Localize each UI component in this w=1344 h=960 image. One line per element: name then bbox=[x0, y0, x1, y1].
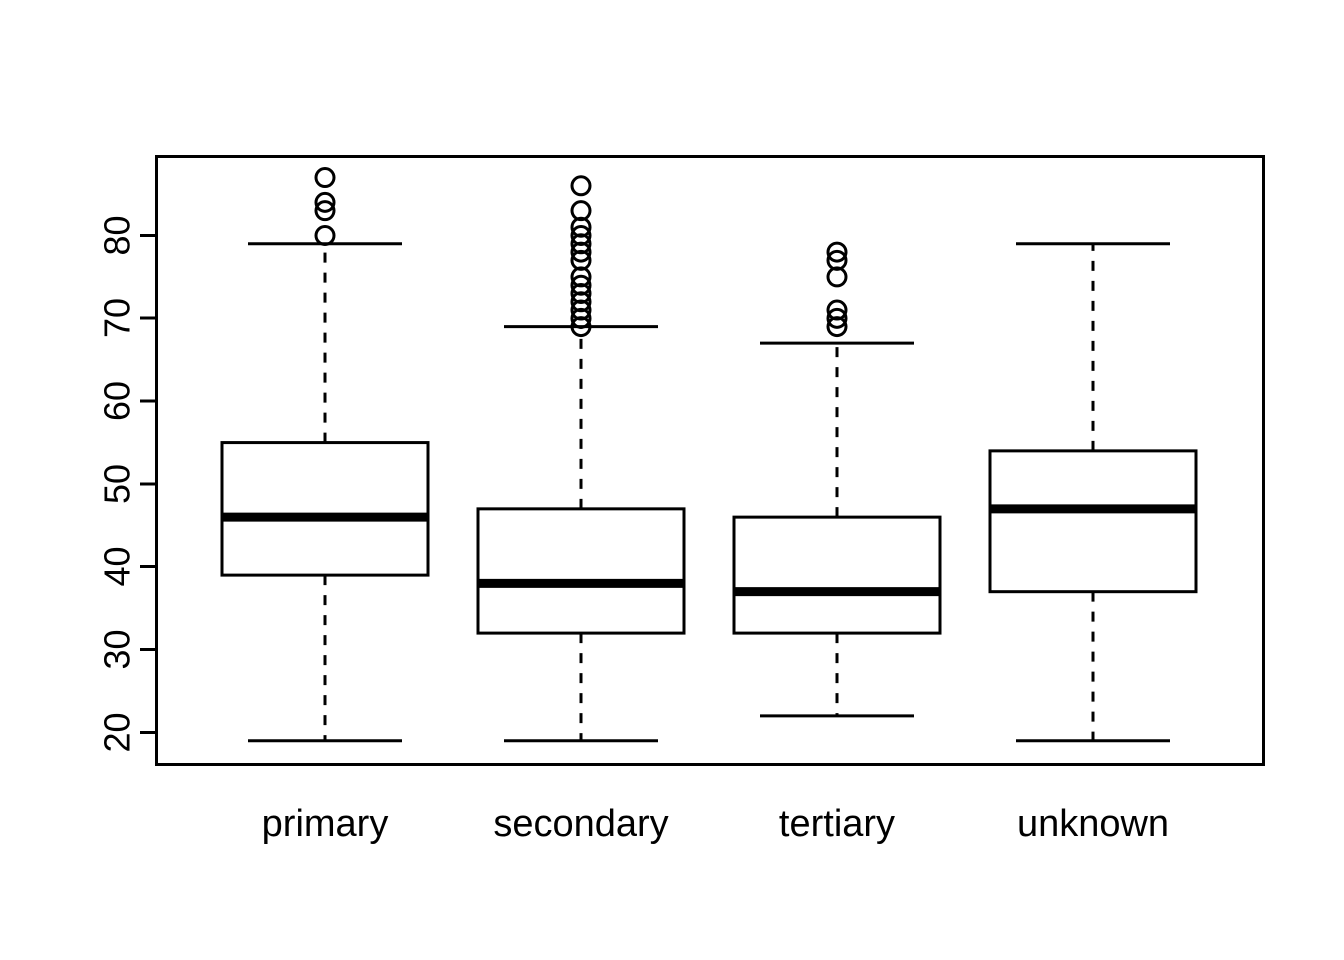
y-tick-label-80: 80 bbox=[97, 215, 138, 255]
y-tick-label-60: 60 bbox=[97, 381, 138, 421]
box-rect bbox=[732, 515, 942, 635]
plot-frame bbox=[155, 155, 1265, 766]
outlier-point bbox=[314, 200, 336, 222]
box-rect bbox=[988, 449, 1198, 594]
outlier-point bbox=[826, 307, 848, 329]
y-tick-label-40: 40 bbox=[97, 546, 138, 586]
category-label-secondary: secondary bbox=[493, 803, 668, 845]
y-axis-tick-labels: 80 70 60 50 40 30 20 bbox=[97, 215, 138, 752]
outlier-point bbox=[314, 191, 336, 213]
y-tick-label-70: 70 bbox=[97, 298, 138, 338]
x-axis-category-labels: primary secondary tertiary unknown bbox=[262, 803, 1169, 845]
y-axis-ticks bbox=[140, 234, 156, 734]
y-tick-label-30: 30 bbox=[97, 629, 138, 669]
outlier-point bbox=[570, 274, 592, 296]
box-secondary bbox=[476, 175, 686, 743]
y-tick-label-20: 20 bbox=[97, 712, 138, 752]
category-label-unknown: unknown bbox=[1017, 803, 1169, 845]
outlier-point bbox=[826, 299, 848, 321]
category-label-tertiary: tertiary bbox=[779, 803, 895, 845]
outlier-point bbox=[314, 225, 336, 246]
box-rect bbox=[220, 441, 430, 577]
outlier-point bbox=[314, 167, 336, 189]
y-tick-label-50: 50 bbox=[97, 464, 138, 504]
outlier-point bbox=[570, 175, 592, 197]
outlier-point bbox=[570, 225, 592, 246]
boxplot-series bbox=[220, 167, 1198, 743]
outlier-point bbox=[826, 249, 848, 271]
box-unknown bbox=[988, 242, 1198, 743]
box-tertiary bbox=[732, 241, 942, 718]
outlier-point bbox=[570, 200, 592, 222]
outlier-point bbox=[826, 241, 848, 263]
category-label-primary: primary bbox=[262, 803, 389, 845]
box-rect bbox=[476, 507, 686, 635]
box-primary bbox=[220, 167, 430, 743]
